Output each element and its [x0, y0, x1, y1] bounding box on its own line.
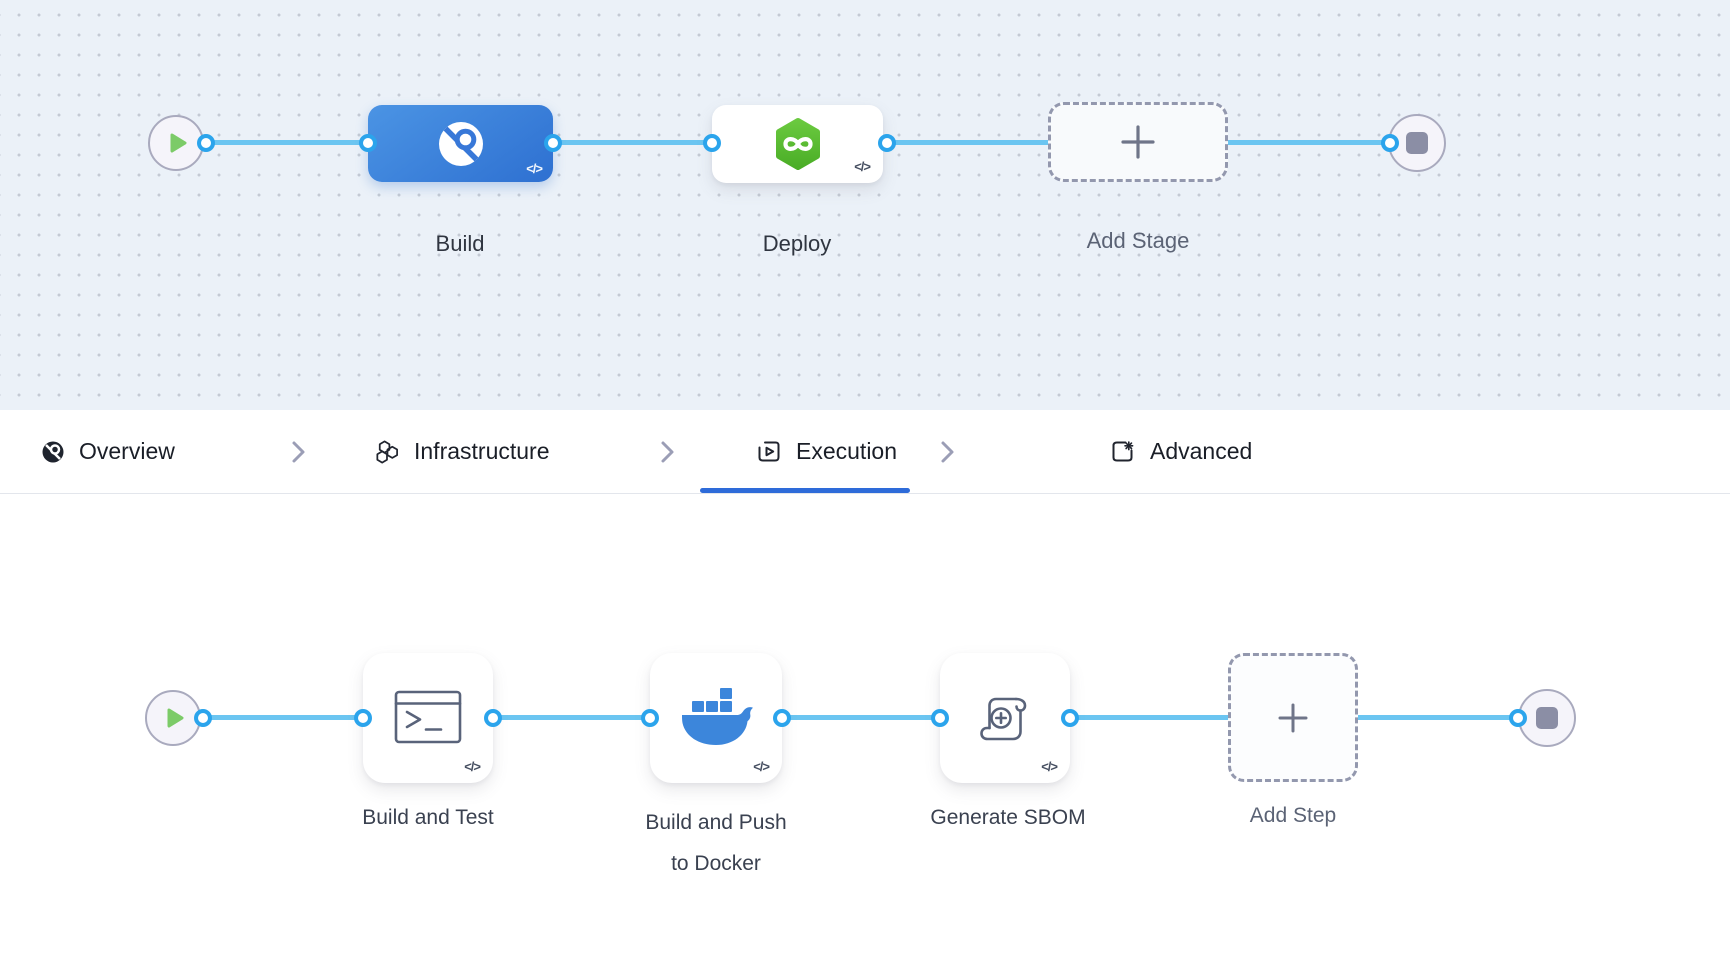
- play-window-icon: [758, 441, 780, 461]
- ci-circle-icon: [438, 121, 483, 166]
- hexagons-icon: [376, 440, 398, 463]
- connection-point[interactable]: [1061, 709, 1079, 727]
- tab-label: Execution: [796, 438, 898, 464]
- step-label-line: Build and Push: [645, 811, 787, 834]
- stage-config-tabbar: Overview Infrastructure Execution: [0, 410, 1730, 494]
- connection-point[interactable]: [878, 134, 896, 152]
- connection-point[interactable]: [484, 709, 502, 727]
- connection-point[interactable]: [1381, 134, 1399, 152]
- execution-start-node: [145, 690, 201, 746]
- connection-point[interactable]: [354, 709, 372, 727]
- stage-label-add-stage: Add Stage: [1086, 228, 1190, 253]
- yaml-code-badge: </>: [854, 159, 871, 174]
- stage-node-deploy[interactable]: </>: [712, 105, 883, 183]
- stage-node-build[interactable]: </>: [368, 105, 553, 182]
- connection-point[interactable]: [1509, 709, 1527, 727]
- connection-point[interactable]: [194, 709, 212, 727]
- cd-hexagon-icon: [775, 118, 820, 170]
- yaml-code-badge: </>: [753, 759, 770, 774]
- stop-icon: [1406, 132, 1428, 154]
- connection-point[interactable]: [641, 709, 659, 727]
- yaml-code-badge: </>: [464, 759, 481, 774]
- pipeline-start-node: [148, 115, 204, 171]
- active-tab-underline: [700, 488, 910, 493]
- stage-label-build: Build: [435, 231, 485, 256]
- step-label-line: to Docker: [671, 852, 761, 875]
- gear-window-icon: [1112, 440, 1134, 461]
- stage-canvas: [0, 0, 1730, 410]
- connection-point[interactable]: [773, 709, 791, 727]
- step-label-add-step: Add Step: [1249, 804, 1337, 827]
- step-label-build-and-test: Build and Test: [362, 806, 494, 829]
- tab-label: Advanced: [1150, 438, 1253, 464]
- stage-label-deploy: Deploy: [762, 231, 832, 256]
- yaml-code-badge: </>: [1041, 759, 1058, 774]
- connection-point[interactable]: [703, 134, 721, 152]
- tab-advanced[interactable]: Advanced: [1110, 410, 1252, 493]
- chevron-right-icon: [292, 441, 305, 462]
- execution-end-node: [1518, 689, 1576, 747]
- plus-icon: [1278, 703, 1308, 732]
- tab-label: Overview: [79, 438, 175, 464]
- add-stage-button[interactable]: [1048, 102, 1228, 182]
- yaml-code-badge: </>: [526, 161, 543, 176]
- play-icon: [167, 708, 183, 728]
- stop-icon: [1536, 707, 1558, 729]
- step-node-build-and-test[interactable]: </>: [363, 653, 493, 783]
- terminal-icon: [394, 690, 462, 744]
- sbom-scroll-icon: [980, 697, 1027, 741]
- step-label-generate-sbom: Generate SBOM: [930, 806, 1086, 829]
- tab-execution[interactable]: Execution: [756, 410, 897, 493]
- ci-circle-icon: [42, 441, 64, 462]
- step-node-build-and-push-to-docker[interactable]: </>: [650, 653, 782, 783]
- plus-icon: [1121, 125, 1155, 159]
- tab-label: Infrastructure: [414, 438, 550, 464]
- connection-point[interactable]: [359, 134, 377, 152]
- add-step-button[interactable]: [1228, 653, 1358, 782]
- step-connector-line: [203, 715, 1518, 720]
- chevron-right-icon: [661, 441, 674, 462]
- step-node-generate-sbom[interactable]: </>: [940, 653, 1070, 783]
- connection-point[interactable]: [197, 134, 215, 152]
- connection-point[interactable]: [931, 709, 949, 727]
- tab-infrastructure[interactable]: Infrastructure: [373, 410, 550, 493]
- tab-overview[interactable]: Overview: [41, 410, 175, 493]
- connection-point[interactable]: [544, 134, 562, 152]
- play-icon: [170, 133, 186, 153]
- step-label-build-and-push-to-docker: Build and Push to Docker: [645, 802, 786, 884]
- chevron-right-icon: [941, 441, 954, 462]
- docker-whale-icon: [682, 688, 753, 745]
